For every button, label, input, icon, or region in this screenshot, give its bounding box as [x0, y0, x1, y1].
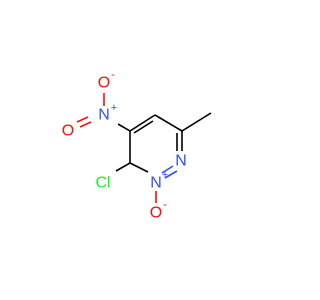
- bond-n1-n2: [164, 170, 178, 179]
- bond-methyl-c6: [181, 112, 212, 132]
- bond-c6-c5: [154, 114, 183, 132]
- atom-o-nitro-left: O: [62, 123, 74, 140]
- bonds: [76, 93, 212, 203]
- bond-c5-c4-inner: [133, 120, 154, 134]
- molecule-structure: N N + O - Cl N + O - O: [62, 69, 212, 222]
- charge-n-nitro: +: [111, 102, 117, 114]
- atom-o-oxide: O: [150, 205, 162, 222]
- bond-c4-n-nitro: [117, 123, 131, 132]
- bond-n1-n2-inner: [161, 165, 174, 174]
- bond-c3-cl: [115, 162, 131, 172]
- charge-o-nitro-top: -: [111, 69, 115, 81]
- charge-o-oxide: -: [163, 199, 167, 211]
- bond-nitro-o-left: [79, 121, 92, 128]
- atom-n-ring: N: [175, 153, 187, 170]
- atom-o-nitro-top: O: [98, 75, 110, 92]
- bond-nitro-o-left-inner: [76, 116, 89, 123]
- atom-labels: N N + O - Cl N + O - O: [62, 69, 187, 222]
- atom-n-oxide: N: [150, 175, 162, 192]
- bond-c5-c4: [129, 114, 156, 132]
- atom-cl: Cl: [95, 175, 110, 192]
- atom-n-nitro: N: [98, 107, 110, 124]
- charge-n-oxide: +: [162, 169, 168, 181]
- bond-n2-c3: [129, 162, 149, 173]
